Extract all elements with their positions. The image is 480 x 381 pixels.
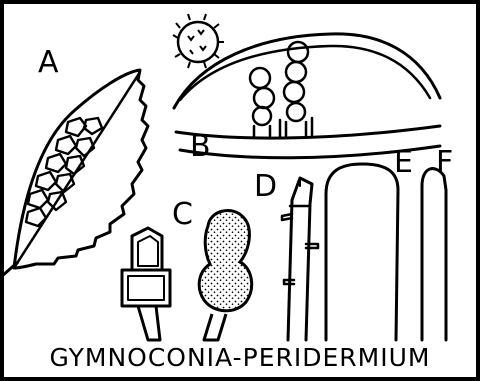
hypha-walls	[288, 178, 312, 340]
upper-cell-inner	[138, 236, 158, 266]
cell-outline	[326, 164, 398, 340]
leaf-sori	[26, 118, 102, 226]
spore-b-top	[173, 14, 224, 68]
cell-e	[326, 164, 398, 340]
label-b: B	[190, 129, 211, 164]
spore-circle	[178, 22, 218, 62]
label-c: C	[172, 197, 193, 232]
teliospore-c-left	[122, 228, 170, 340]
label-e: E	[394, 145, 413, 180]
cell-wall-lower-1	[176, 126, 440, 138]
label-f: F	[436, 145, 453, 180]
label-d: D	[254, 169, 277, 204]
lower-cell-inner	[128, 276, 164, 300]
leaf-a	[2, 70, 148, 276]
hypha-d	[282, 178, 318, 340]
leaf-midrib	[14, 72, 140, 268]
label-a: A	[38, 45, 59, 80]
cell-f	[422, 169, 446, 340]
spore-body	[199, 211, 251, 311]
cell-outline	[422, 169, 446, 340]
pedicel	[138, 306, 160, 340]
pedicel	[204, 314, 226, 340]
teliospore-c-right	[199, 211, 251, 340]
plate-caption: GYMNOCONIA-PERIDERMIUM	[50, 343, 431, 372]
haustoria	[282, 214, 318, 284]
